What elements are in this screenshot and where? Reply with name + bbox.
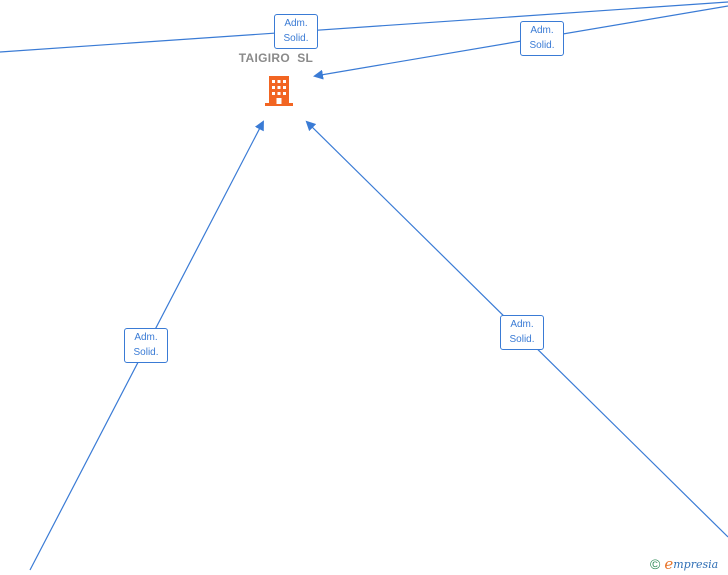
- brand-initial: e: [664, 555, 674, 573]
- relation-type: Solid.: [283, 33, 309, 44]
- relation-role: Adm.: [510, 319, 534, 330]
- relation-role: Adm.: [284, 18, 308, 29]
- relation-role: Adm.: [134, 332, 158, 343]
- relation-label-bottom-right[interactable]: Adm. Solid.: [500, 315, 544, 350]
- relation-type: Solid.: [133, 347, 159, 358]
- relation-label-top-right[interactable]: Adm. Solid.: [520, 21, 564, 56]
- company-name[interactable]: TAIGIRO SL: [238, 51, 314, 65]
- building-icon[interactable]: [263, 73, 295, 107]
- relation-role: Adm.: [530, 25, 554, 36]
- brand-name: mpresia: [673, 557, 719, 571]
- relation-label-top[interactable]: Adm. Solid.: [274, 14, 318, 49]
- copyright-icon: ©: [650, 556, 661, 572]
- relation-type: Solid.: [529, 40, 555, 51]
- edge-top-left: [0, 1, 728, 53]
- relation-type: Solid.: [509, 334, 535, 345]
- empresia-footer[interactable]: © e mpresia: [650, 554, 718, 574]
- relation-label-bottom-left[interactable]: Adm. Solid.: [124, 328, 168, 363]
